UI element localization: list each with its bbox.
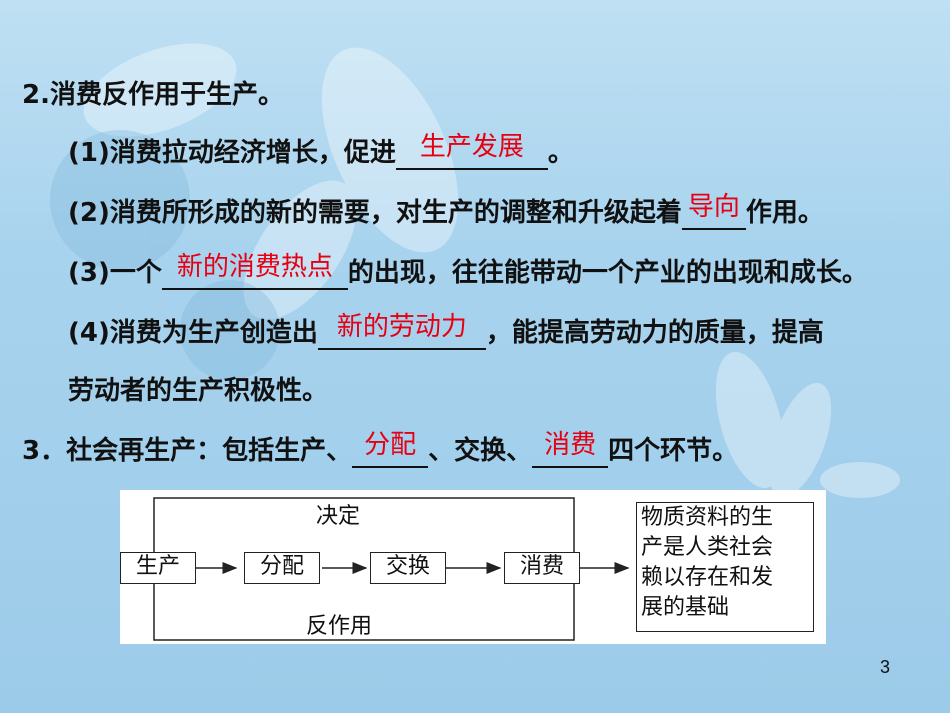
result-line-4: 展的基础 [641,595,730,620]
page-number: 3 [879,657,890,677]
answer-2-2: 导向 [687,192,740,222]
heading-point-3: 3．社会再生产：包括生产、分配、交换、消费四个环节。 [22,430,739,468]
result-line-2: 产是人类社会 [641,535,774,560]
result-box: 物质资料的生 产是人类社会 赖以存在和发 展的基础 [636,502,814,632]
answer-2-4: 新的劳动力 [336,312,467,342]
answer-2-1: 生产发展 [419,132,524,162]
node-production: 生产 [120,552,196,584]
reproduction-diagram: 决定 反作用 生产 分配 交换 消费 物质资料的生 产是人类社会 赖以存在和发 … [120,490,826,644]
item-2-4-end: ，能提高劳动力的质量，提高 [485,318,824,348]
blank-3-2: 消费 [532,430,609,468]
item-2-4-text: (4)消费为生产创造出 [68,318,318,348]
blank-2-1: 生产发展 [395,132,548,170]
answer-3-1: 分配 [364,430,417,460]
item-2-3: (3)一个新的消费热点的出现，往往能带动一个产业的出现和成长。 [68,252,868,290]
item-2-1-text: (1)消费拉动经济增长，促进 [68,138,396,168]
result-line-3: 赖以存在和发 [641,565,774,590]
blank-3-1: 分配 [352,430,429,468]
point-3-middle: 、交换、 [428,436,533,466]
item-2-4: (4)消费为生产创造出新的劳动力 ，能提高劳动力的质量，提高 [68,312,824,350]
answer-3-2: 消费 [544,430,597,460]
blank-2-4: 新的劳动力 [317,312,486,350]
item-2-2: (2)消费所形成的新的需要，对生产的调整和升级起着导向作用。 [68,192,824,230]
point-3-end: 四个环节。 [608,436,739,466]
decides-label: 决定 [316,504,361,529]
point-3-text: 3．社会再生产：包括生产、 [22,436,353,466]
answer-2-3: 新的消费热点 [176,252,333,282]
node-exchange: 交换 [370,552,446,584]
blank-2-2: 导向 [681,192,746,230]
item-2-2-end: 作用。 [745,198,824,228]
item-2-4-continued: 劳动者的生产积极性。 [68,376,329,406]
result-line-1: 物质资料的生 [641,505,774,530]
node-consumption: 消费 [504,552,580,584]
heading-point-2: 2.消费反作用于生产。 [22,80,284,110]
node-distribution: 分配 [244,552,320,584]
item-2-3-end: 的出现，往往能带动一个产业的出现和成长。 [347,258,868,288]
reaction-label: 反作用 [306,614,373,639]
item-2-1-end: 。 [547,138,574,168]
item-2-2-text: (2)消费所形成的新的需要，对生产的调整和升级起着 [68,198,682,228]
item-2-1: (1)消费拉动经济增长，促进生产发展。 [68,132,574,170]
blank-2-3: 新的消费热点 [161,252,348,290]
item-2-3-text: (3)一个 [68,258,162,288]
